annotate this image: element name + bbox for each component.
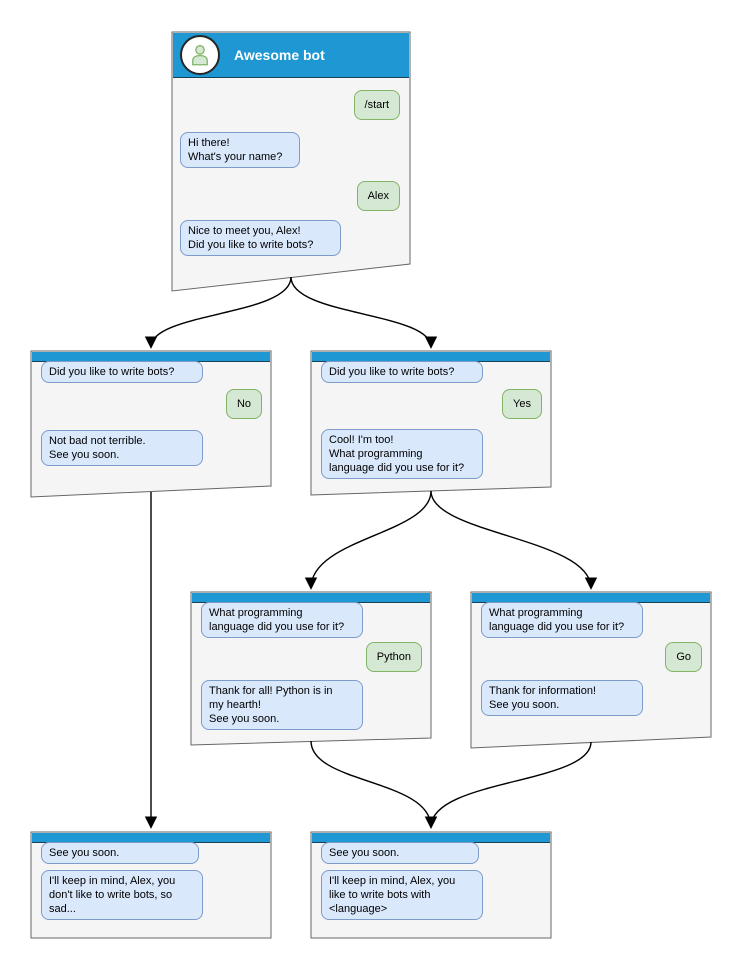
arrow-main-to-yes — [290, 276, 438, 349]
chat-window-branch-yes: Did you like to write bots? Yes Cool! I'… — [311, 351, 551, 491]
arrow-yes-to-go — [430, 490, 598, 590]
chat-window-end-no: See you soon. I'll keep in mind, Alex, y… — [31, 832, 271, 938]
bot-message-bubble: Thank for all! Python is in my hearth! S… — [201, 680, 363, 730]
bot-message-bubble: Thank for information! See you soon. — [481, 680, 643, 716]
bot-message-bubble: Hi there! What's your name? — [180, 132, 300, 168]
person-icon — [192, 45, 208, 66]
bot-message-bubble: Nice to meet you, Alex! Did you like to … — [180, 220, 341, 256]
bot-message-bubble: What programming language did you use fo… — [481, 602, 643, 638]
bot-message-bubble: Did you like to write bots? — [321, 361, 483, 383]
chat-window-branch-python: What programming language did you use fo… — [191, 592, 431, 738]
chat-window-branch-no: Did you like to write bots? No Not bad n… — [31, 351, 271, 491]
user-message-bubble: /start — [353, 90, 400, 120]
bot-message-bubble: Cool! I'm too! What programming language… — [321, 429, 483, 479]
user-message-bubble: Python — [365, 642, 422, 672]
bot-title: Awesome bot — [234, 47, 325, 63]
bot-message-bubble: I'll keep in mind, Alex, you don't like … — [41, 870, 203, 920]
user-message-bubble: Go — [665, 642, 702, 672]
arrow-python-to-end — [310, 740, 438, 829]
avatar — [180, 35, 220, 75]
bot-message-bubble: What programming language did you use fo… — [201, 602, 363, 638]
bot-message-bubble: I'll keep in mind, Alex, you like to wri… — [321, 870, 483, 920]
chat-window-end-yes: See you soon. I'll keep in mind, Alex, y… — [311, 832, 551, 938]
user-message-bubble: No — [225, 389, 262, 419]
arrow-main-to-no — [144, 276, 292, 349]
chat-window-header: Awesome bot — [173, 33, 409, 78]
chat-window-main: Awesome bot /start Hi there! What's your… — [172, 32, 410, 292]
bot-message-bubble: Not bad not terrible. See you soon. — [41, 430, 203, 466]
bot-message-bubble: See you soon. — [41, 842, 199, 864]
user-message-bubble: Alex — [356, 181, 400, 211]
chat-window-branch-go: What programming language did you use fo… — [471, 592, 711, 738]
arrow-go-to-end — [424, 741, 592, 829]
bot-message-bubble: See you soon. — [321, 842, 479, 864]
bot-message-bubble: Did you like to write bots? — [41, 361, 203, 383]
arrow-yes-to-python — [304, 490, 432, 590]
user-message-bubble: Yes — [502, 389, 542, 419]
